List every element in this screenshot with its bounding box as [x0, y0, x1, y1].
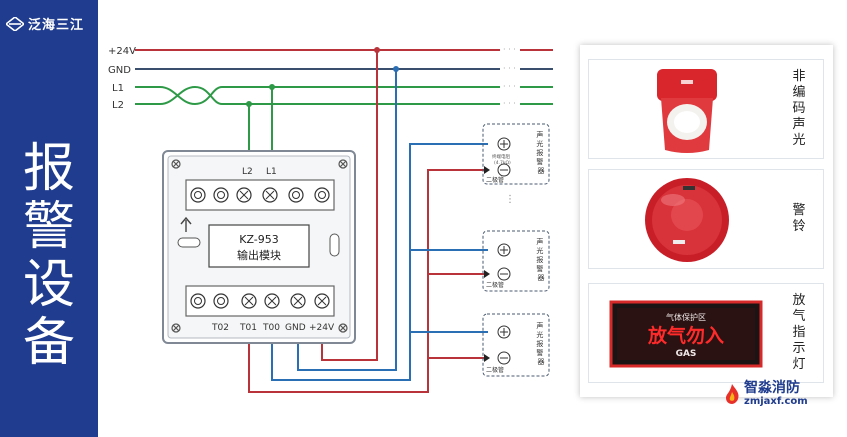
bus-label-24v: +24V — [108, 46, 136, 57]
brand-diamond-icon — [6, 16, 24, 31]
terminal-label-gnd: GND — [285, 323, 306, 333]
device-panel: 非编码声光 警铃 气体保护区 放气勿入 GAS 放气指示灯 — [580, 45, 833, 397]
up-arrow-icon — [180, 216, 192, 232]
terminal-strip-top — [185, 179, 335, 211]
watermark-url: zmjaxf.com — [744, 396, 808, 407]
indicator-slot — [329, 233, 340, 257]
module-name: 输出模块 — [237, 248, 281, 262]
terminal-label-t01: T01 — [239, 323, 257, 333]
watermark: 智淼消防 zmjaxf.com — [724, 381, 808, 407]
sign-sub-text: GAS — [676, 349, 697, 359]
diode-label: 二极管 — [486, 176, 504, 184]
diode-label: 二极管 — [486, 366, 504, 374]
gas-release-sign-icon: 气体保护区 放气勿入 GAS — [609, 300, 763, 368]
device-label: 非编码声光 — [792, 69, 806, 148]
alarm-unit-label: 声 光 报 警 器 — [536, 130, 545, 175]
device-card-strobe: 非编码声光 — [588, 59, 824, 159]
sign-main-text: 放气勿入 — [647, 324, 724, 347]
terminal-label-24v: +24V — [309, 323, 335, 333]
alarm-bell-icon — [645, 178, 729, 262]
bus-l1-line — [135, 86, 500, 106]
diode-icon — [484, 270, 490, 278]
screw-icon — [171, 159, 348, 333]
bus-gap-dots: · · · — [503, 64, 516, 73]
device-label: 警铃 — [792, 203, 806, 234]
terminator-note: (4.7kΩ) — [494, 160, 511, 166]
module-output-wires — [248, 143, 488, 393]
bus-label-l1: L1 — [112, 83, 124, 94]
page-title-char: 备 — [22, 313, 75, 373]
bus-lines: · · · · · · · · · · · · +24V GND L1 L2 — [108, 45, 553, 111]
page-title-char: 设 — [22, 255, 75, 315]
sign-top-text: 气体保护区 — [666, 312, 706, 322]
bus-label-l2: L2 — [112, 100, 124, 111]
brand-name: 泛海三江 — [28, 18, 85, 33]
flame-icon — [726, 384, 739, 404]
alarm-unit: 二极管 声 光 报 警 器 — [482, 313, 550, 377]
strobe-siren-icon — [657, 69, 717, 153]
brand-logo: 泛海三江 — [6, 14, 84, 33]
page-title-char: 报 — [22, 139, 75, 199]
alarm-unit-label: 声 光 报 警 器 — [536, 321, 545, 366]
continuation-dots: ⋮ — [505, 194, 515, 205]
diode-icon — [484, 354, 490, 362]
device-label: 放气指示灯 — [792, 293, 806, 372]
bus-gap-dots: · · · — [503, 99, 516, 108]
bus-gap-dots: · · · — [503, 45, 516, 54]
alarm-unit-label: 声 光 报 警 器 — [536, 237, 545, 282]
terminal-label-t00: T00 — [262, 323, 280, 333]
module-top-label-l2: L2 — [242, 167, 253, 177]
terminal-label-t02: T02 — [211, 323, 229, 333]
module-model: KZ-953 — [239, 233, 279, 246]
bus-gap-dots: · · · — [503, 82, 516, 91]
alarm-unit: 二极管 声 光 报 警 器 — [482, 230, 550, 292]
bus-label-gnd: GND — [108, 65, 131, 76]
page-title-char: 警 — [22, 197, 75, 257]
alarm-unit: 终端电阻 (4.7kΩ) 二极管 声 光 报 警 器 — [482, 123, 550, 185]
device-card-bell: 警铃 — [588, 169, 824, 269]
watermark-name: 智淼消防 — [744, 380, 800, 396]
sidebar: 泛海三江 报 警 设 备 — [0, 0, 98, 437]
bus-l2-line — [135, 85, 500, 105]
device-card-gas-light: 气体保护区 放气勿入 GAS 放气指示灯 — [588, 283, 824, 383]
output-module: L2 L1 KZ-953 输出模块 — [162, 150, 356, 344]
module-top-label-l1: L1 — [266, 167, 277, 177]
diode-icon — [484, 166, 490, 174]
indicator-slot — [177, 237, 201, 248]
module-label-box — [208, 224, 310, 268]
terminator-note: 终端电阻 — [492, 153, 510, 160]
diode-label: 二极管 — [486, 281, 504, 289]
terminal-strip-bottom — [185, 285, 335, 317]
page-title: 报 警 设 备 — [0, 140, 98, 372]
